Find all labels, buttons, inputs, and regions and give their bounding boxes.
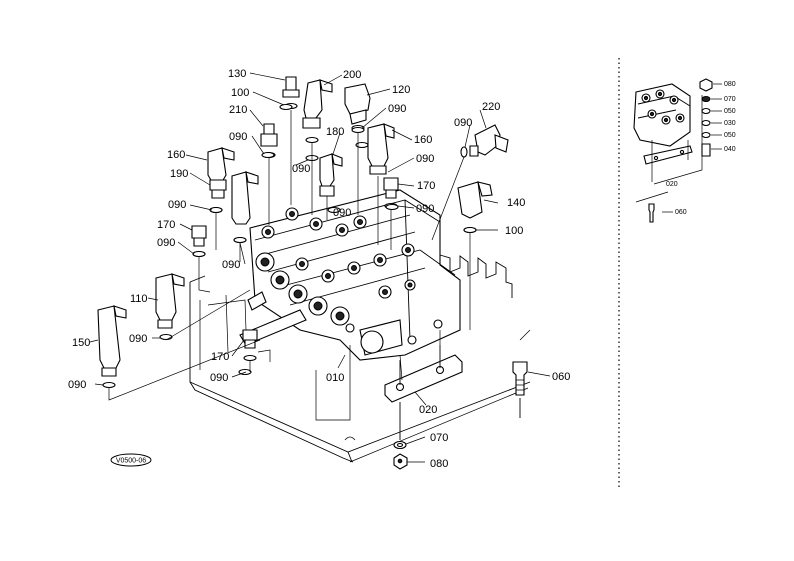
fitting-170-bottom bbox=[242, 329, 258, 362]
inset-callout-040: 040 bbox=[724, 146, 736, 153]
fitting-130 bbox=[282, 76, 300, 110]
callout-090: 090 bbox=[454, 117, 472, 129]
callout-100: 100 bbox=[505, 225, 523, 237]
callout-140: 140 bbox=[507, 197, 525, 209]
fitting-190 bbox=[209, 179, 227, 214]
inset-callout-030: 030 bbox=[724, 120, 736, 127]
callout-160: 160 bbox=[167, 149, 185, 161]
badge-text: V0500-06 bbox=[116, 458, 146, 465]
callout-080: 080 bbox=[430, 458, 448, 470]
callout-100: 100 bbox=[231, 87, 249, 99]
inset-valve-assembly bbox=[633, 83, 703, 223]
callout-210: 210 bbox=[229, 104, 247, 116]
callout-090: 090 bbox=[210, 372, 228, 384]
callout-170: 170 bbox=[417, 180, 435, 192]
assembly-guide-lines bbox=[108, 110, 531, 421]
elbow-fitting-140 bbox=[457, 181, 493, 234]
bolt-060 bbox=[512, 361, 528, 396]
leader-lines bbox=[89, 72, 551, 463]
callout-200: 200 bbox=[343, 69, 361, 81]
elbow-fitting-200 bbox=[302, 79, 333, 144]
washer-070 bbox=[393, 440, 407, 450]
callout-190: 190 bbox=[170, 168, 188, 180]
elbow-fitting-110 bbox=[155, 273, 185, 341]
fitting-120 bbox=[344, 83, 371, 132]
inset-callout-060: 060 bbox=[675, 209, 687, 216]
callout-170: 170 bbox=[211, 351, 229, 363]
callout-090: 090 bbox=[292, 163, 310, 175]
elbow-fitting-180 bbox=[319, 153, 343, 197]
inset-callout-050: 050 bbox=[724, 132, 736, 139]
inset-callout-020: 020 bbox=[666, 181, 678, 188]
inset-callout-050: 050 bbox=[724, 108, 736, 115]
main-callouts: 130 200 100 120 210 090 220 090 180 090 … bbox=[68, 68, 570, 470]
callout-090: 090 bbox=[222, 259, 240, 271]
callout-070: 070 bbox=[430, 432, 448, 444]
callout-060: 060 bbox=[552, 371, 570, 383]
drawing-reference-badge: V0500-06 bbox=[110, 453, 152, 467]
callout-020: 020 bbox=[419, 404, 437, 416]
callout-130: 130 bbox=[228, 68, 246, 80]
callout-090: 090 bbox=[68, 379, 86, 391]
callout-090: 090 bbox=[157, 237, 175, 249]
elbow-fitting-160-left bbox=[207, 147, 235, 183]
base-plate bbox=[189, 275, 531, 463]
callout-090: 090 bbox=[416, 203, 434, 215]
callout-180: 180 bbox=[326, 126, 344, 138]
callout-090: 090 bbox=[129, 333, 147, 345]
o-rings bbox=[192, 103, 477, 376]
mounting-bracket-020 bbox=[384, 345, 463, 403]
inset-small-parts bbox=[699, 78, 713, 157]
nut-080 bbox=[393, 453, 408, 470]
elbow-fitting-150 bbox=[97, 305, 127, 389]
callout-170: 170 bbox=[157, 219, 175, 231]
callout-090: 090 bbox=[388, 103, 406, 115]
callout-120: 120 bbox=[392, 84, 410, 96]
callout-110: 110 bbox=[130, 293, 148, 305]
callout-090: 090 bbox=[229, 131, 247, 143]
inset-callout-070: 070 bbox=[724, 96, 736, 103]
callout-150: 150 bbox=[72, 337, 90, 349]
inset-callouts: 080 070 050 030 050 040 020 060 bbox=[662, 81, 736, 216]
callout-090: 090 bbox=[168, 199, 186, 211]
fitting-170-right bbox=[383, 177, 399, 210]
callout-090: 090 bbox=[333, 207, 351, 219]
inset-callout-080: 080 bbox=[724, 81, 736, 88]
callout-010: 010 bbox=[326, 372, 344, 384]
callout-220: 220 bbox=[482, 101, 500, 113]
elbow-fitting-220 bbox=[460, 124, 509, 158]
callout-160: 160 bbox=[414, 134, 432, 146]
callout-090: 090 bbox=[416, 153, 434, 165]
elbow-fitting-160-right bbox=[367, 123, 395, 175]
